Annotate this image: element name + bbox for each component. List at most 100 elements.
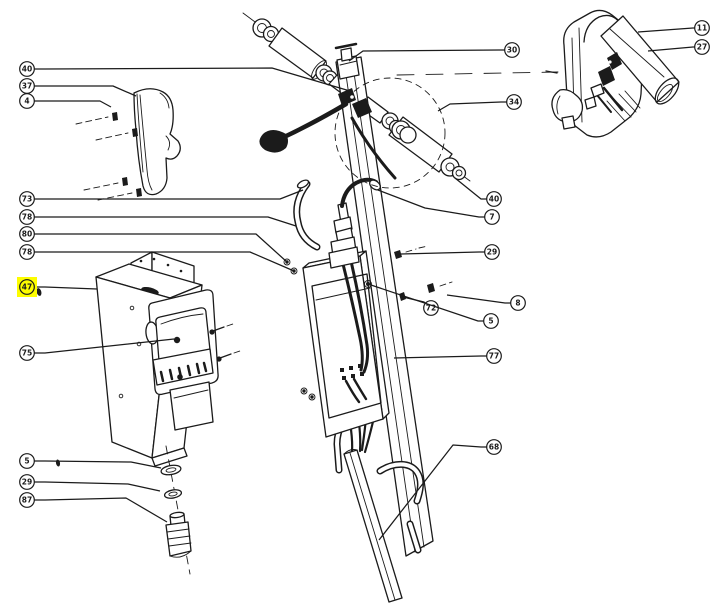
detail-circle xyxy=(334,77,446,189)
callout-leader-line xyxy=(400,251,492,255)
callout-balloon xyxy=(484,209,500,225)
callout-87[interactable]: 87 xyxy=(19,492,168,523)
callout-number: 8 xyxy=(515,299,520,308)
callout-5[interactable]: 5 xyxy=(19,453,162,469)
head-internals xyxy=(584,52,641,122)
callout-balloon xyxy=(19,61,35,77)
callout-78-2[interactable]: 78 xyxy=(19,244,295,272)
module-screw xyxy=(173,336,181,344)
brake-lever xyxy=(259,88,397,180)
callout-balloon xyxy=(19,244,35,260)
controller-box xyxy=(283,245,453,438)
callout-80[interactable]: 80 xyxy=(19,226,288,263)
callout-balloon xyxy=(506,94,522,110)
callout-leader-line xyxy=(27,251,295,272)
callout-47[interactable]: 47 xyxy=(17,277,98,297)
callout-balloon xyxy=(486,348,502,364)
strain-relief-connector xyxy=(165,511,192,558)
callout-leader-line xyxy=(348,49,512,62)
callout-balloon xyxy=(19,279,35,295)
collar-ring xyxy=(399,126,417,144)
cable-conduit xyxy=(343,449,403,603)
callout-leader-line xyxy=(27,85,137,97)
callout-11[interactable]: 11 xyxy=(637,20,710,36)
callout-leader-line xyxy=(437,101,514,112)
callout-29[interactable]: 29 xyxy=(19,474,161,492)
callout-number: 87 xyxy=(22,496,32,505)
detail-view-marker xyxy=(334,71,559,189)
console-bottom-hardware xyxy=(55,445,192,575)
callout-balloon xyxy=(483,313,499,329)
callout-balloon xyxy=(19,474,35,490)
callout-7[interactable]: 7 xyxy=(377,189,500,225)
callout-4[interactable]: 4 xyxy=(19,93,112,109)
callout-number: 73 xyxy=(22,195,32,204)
callout-leader-line xyxy=(27,233,288,263)
screw xyxy=(132,128,138,137)
end-cap xyxy=(451,165,467,181)
console-box xyxy=(95,251,244,467)
callout-77[interactable]: 77 xyxy=(393,348,502,364)
callout-number: 29 xyxy=(22,478,32,487)
callout-number: 68 xyxy=(489,443,499,452)
detail-connector-line xyxy=(396,71,559,76)
callout-27[interactable]: 27 xyxy=(647,39,710,55)
console-foot xyxy=(151,447,188,467)
callout-number: 4 xyxy=(24,97,29,106)
callout-balloon xyxy=(19,453,35,469)
callout-37[interactable]: 37 xyxy=(19,78,137,97)
callout-5-2[interactable]: 5 xyxy=(367,283,499,329)
screw xyxy=(112,112,118,121)
callout-number: 40 xyxy=(22,65,32,74)
callout-leader-line xyxy=(27,189,304,200)
head-bracket xyxy=(551,88,584,123)
cover-panel xyxy=(133,88,181,196)
callout-68[interactable]: 68 xyxy=(378,439,502,541)
callout-layer: 4037473788078477552987303440729872577681… xyxy=(17,20,710,541)
callout-leader-line xyxy=(637,27,702,33)
callout-number: 11 xyxy=(697,24,707,33)
screw xyxy=(136,188,142,197)
tiller-head-inset xyxy=(545,9,680,138)
lever-horn xyxy=(259,130,288,153)
callout-balloon xyxy=(19,191,35,207)
callout-leader-line xyxy=(647,46,702,52)
callout-number: 78 xyxy=(22,248,32,257)
lever-cable xyxy=(350,116,397,180)
callout-number: 5 xyxy=(488,317,493,326)
callout-8[interactable]: 8 xyxy=(446,294,526,311)
cable-gland xyxy=(293,177,381,269)
bracket-screw xyxy=(177,374,183,380)
callout-73[interactable]: 73 xyxy=(19,189,304,207)
callout-leader-line xyxy=(27,481,161,492)
callout-leader-line xyxy=(446,294,518,304)
toothed-bracket xyxy=(152,348,214,386)
washer xyxy=(160,464,182,476)
clamp-bolt xyxy=(340,47,353,62)
callout-balloon xyxy=(504,42,520,58)
cover-outline xyxy=(133,88,181,196)
callout-29-2[interactable]: 29 xyxy=(400,244,500,260)
lever-arm xyxy=(279,101,349,141)
callout-75[interactable]: 75 xyxy=(19,338,175,361)
callout-40-2[interactable]: 40 xyxy=(454,177,502,207)
callout-30[interactable]: 30 xyxy=(348,42,520,62)
callout-balloon xyxy=(694,20,710,36)
callout-number: 75 xyxy=(22,349,32,358)
terminal-block xyxy=(340,364,364,380)
callout-number: 30 xyxy=(507,46,517,55)
callout-leader-line xyxy=(27,67,351,92)
callout-balloon xyxy=(19,226,35,242)
callout-number: 80 xyxy=(22,230,32,239)
tube-clamp xyxy=(334,42,360,80)
module-side-screws xyxy=(209,322,244,362)
callout-number: 7 xyxy=(489,213,494,222)
callout-number: 37 xyxy=(22,82,32,91)
screw xyxy=(122,177,128,186)
callout-78[interactable]: 78 xyxy=(19,209,297,227)
callout-34[interactable]: 34 xyxy=(437,94,522,112)
callout-balloon xyxy=(19,209,35,225)
callout-40[interactable]: 40 xyxy=(19,61,351,92)
callout-balloon xyxy=(694,39,710,55)
